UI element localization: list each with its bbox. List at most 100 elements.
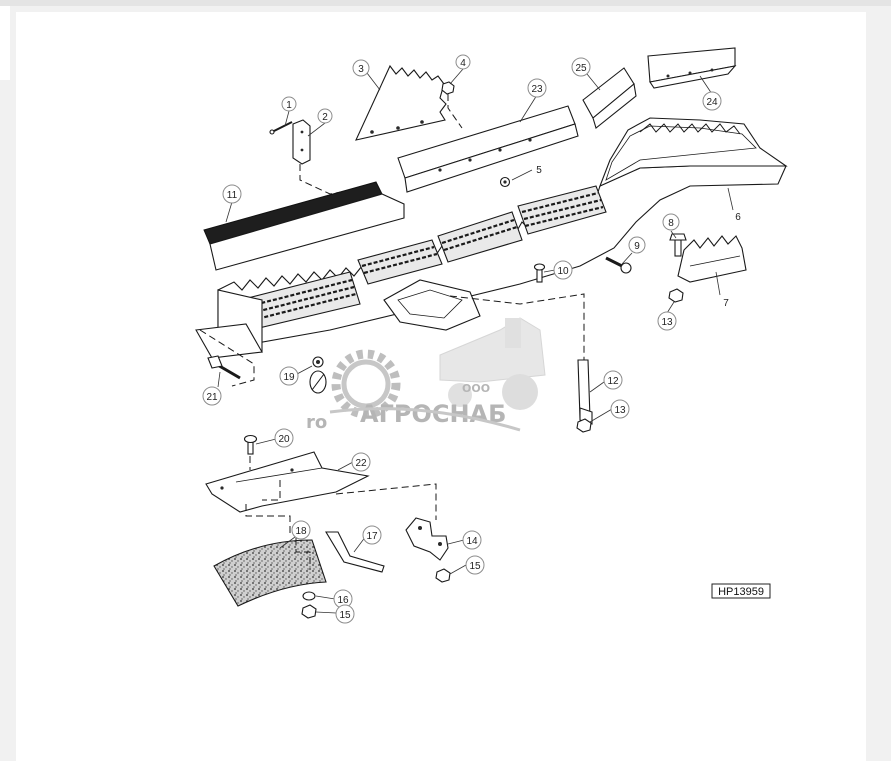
- dash-line: [299, 164, 353, 195]
- parts-diagram: ООО АГРОСНАБ ro: [195, 47, 788, 624]
- svg-text:HP13959: HP13959: [718, 586, 764, 598]
- callout-2: 2: [317, 108, 333, 124]
- svg-text:13: 13: [661, 317, 673, 328]
- dash-line: [449, 293, 585, 360]
- part-25-plate: [582, 67, 637, 129]
- callout-5: 5: [536, 165, 542, 176]
- callout-17: 17: [362, 525, 382, 545]
- callout-9: 9: [628, 236, 646, 254]
- part-20-bolt: [243, 434, 258, 455]
- svg-text:8: 8: [668, 218, 674, 229]
- svg-text:25: 25: [575, 63, 587, 74]
- svg-text:2: 2: [322, 112, 328, 123]
- callout-6: 6: [735, 212, 741, 223]
- svg-text:17: 17: [366, 531, 378, 542]
- dash-line: [245, 456, 437, 534]
- callout-18: 18: [291, 520, 311, 540]
- part-1-pin: [269, 121, 293, 135]
- callout-15-right: 15: [465, 555, 485, 575]
- part-19-washer: [312, 356, 324, 368]
- svg-text:4: 4: [460, 58, 466, 69]
- svg-text:16: 16: [337, 595, 349, 606]
- svg-text:22: 22: [355, 458, 367, 469]
- svg-text:5: 5: [536, 165, 542, 176]
- callout-8: 8: [662, 213, 680, 231]
- svg-text:6: 6: [735, 212, 741, 223]
- dash-line: [447, 94, 463, 129]
- callout-12: 12: [603, 370, 623, 390]
- callout-24: 24: [702, 91, 722, 111]
- svg-text:24: 24: [706, 97, 718, 108]
- svg-text:18: 18: [295, 526, 307, 537]
- callout-11: 11: [222, 184, 242, 204]
- part-4-nut: [441, 81, 455, 95]
- part-4-washer: [309, 370, 327, 394]
- svg-text:15: 15: [339, 610, 351, 621]
- watermark-name: АГРОСНАБ: [360, 400, 506, 428]
- left-panel-edge: [0, 6, 10, 80]
- callout-21: 21: [202, 386, 222, 406]
- part-10-bolt: [533, 263, 546, 283]
- part-3-knife-section: [355, 64, 447, 141]
- svg-text:13: 13: [614, 405, 626, 416]
- watermark-prefix: ООО: [462, 382, 490, 395]
- grate-2: [357, 239, 443, 285]
- part-14-bracket: [405, 517, 449, 561]
- part-16-washer: [302, 591, 316, 601]
- part-2-bracket: [292, 119, 311, 165]
- part-15-nut: [301, 604, 317, 619]
- part-11-strip: [203, 181, 405, 271]
- part-13-nut: [668, 288, 684, 303]
- part-12-bracket: [577, 359, 593, 425]
- part-24-plate: [647, 47, 737, 89]
- part-22-shield: [205, 451, 370, 513]
- figure-code: HP13959: [711, 583, 771, 599]
- callout-20: 20: [274, 428, 294, 448]
- part-5-washer: [499, 176, 511, 188]
- part-15-nut: [435, 568, 451, 583]
- grate-4: [517, 185, 607, 235]
- watermark-fragment: ro: [306, 412, 327, 433]
- callout-22: 22: [351, 452, 371, 472]
- part-23-shield: [397, 105, 579, 193]
- diagram-card: ООО АГРОСНАБ ro: [16, 12, 866, 761]
- svg-text:12: 12: [607, 376, 619, 387]
- callout-25: 25: [571, 57, 591, 77]
- watermark-harvester-icon: [439, 317, 546, 410]
- main-floor-assembly: [195, 117, 788, 359]
- callout-1: 1: [281, 96, 297, 112]
- svg-text:11: 11: [227, 190, 238, 201]
- svg-text:7: 7: [723, 298, 729, 309]
- svg-text:3: 3: [358, 64, 364, 75]
- svg-text:23: 23: [531, 84, 543, 95]
- part-17-strap: [325, 531, 385, 573]
- callout-13-lower: 13: [610, 399, 630, 419]
- watermark-gear-icon: [331, 349, 401, 419]
- part-9-bolt: [605, 256, 632, 274]
- part-13-nut: [576, 418, 592, 433]
- svg-text:14: 14: [466, 536, 478, 547]
- callout-14: 14: [462, 530, 482, 550]
- part-21-bolt: [207, 355, 241, 380]
- callout-15-left: 15: [335, 604, 355, 624]
- svg-text:20: 20: [278, 434, 290, 445]
- callout-23: 23: [527, 78, 547, 98]
- svg-text:10: 10: [557, 266, 569, 277]
- svg-text:21: 21: [206, 392, 218, 403]
- callout-19: 19: [279, 366, 299, 386]
- grate-3: [437, 211, 523, 263]
- svg-text:15: 15: [469, 561, 481, 572]
- leader-lines: [217, 68, 734, 614]
- callout-10: 10: [553, 260, 573, 280]
- top-strip: [0, 0, 891, 6]
- dash-line: [199, 329, 255, 387]
- part-7-plate: [677, 235, 747, 283]
- dash-line: [295, 538, 311, 570]
- callout-3: 3: [352, 59, 370, 77]
- watermark: ООО АГРОСНАБ ro: [306, 317, 546, 433]
- callout-7: 7: [723, 298, 729, 309]
- svg-text:9: 9: [634, 241, 640, 252]
- callout-13-upper: 13: [657, 311, 677, 331]
- callout-4: 4: [455, 54, 471, 70]
- svg-text:19: 19: [283, 372, 295, 383]
